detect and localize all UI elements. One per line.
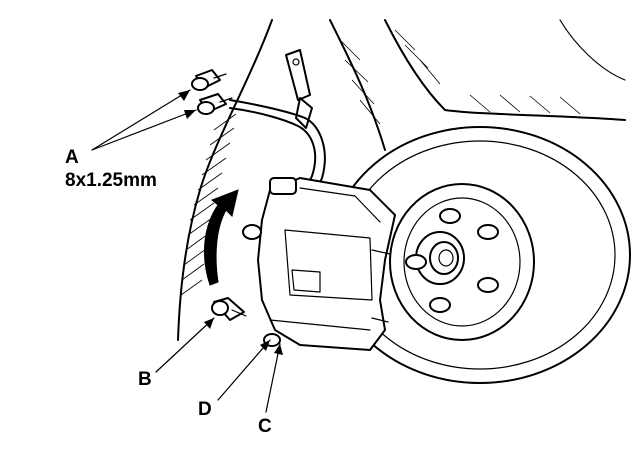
bolt-a-upper xyxy=(191,69,227,91)
hub xyxy=(415,231,465,285)
pivot-direction-arrow xyxy=(203,189,239,286)
bolt-a-lower xyxy=(197,93,233,115)
wheel-well-hatching xyxy=(180,29,581,296)
callout-leaders xyxy=(91,89,283,413)
bolt-b xyxy=(211,297,247,321)
label-a: A xyxy=(65,147,79,168)
wheel-well xyxy=(177,19,626,341)
brake-caliper xyxy=(242,177,396,351)
label-b: B xyxy=(138,369,152,390)
brake-hose xyxy=(229,49,326,199)
label-a-thread-spec: 8x1.25mm xyxy=(65,170,157,191)
label-c: C xyxy=(258,416,272,437)
wheel-studs xyxy=(405,208,499,313)
label-d: D xyxy=(198,399,212,420)
